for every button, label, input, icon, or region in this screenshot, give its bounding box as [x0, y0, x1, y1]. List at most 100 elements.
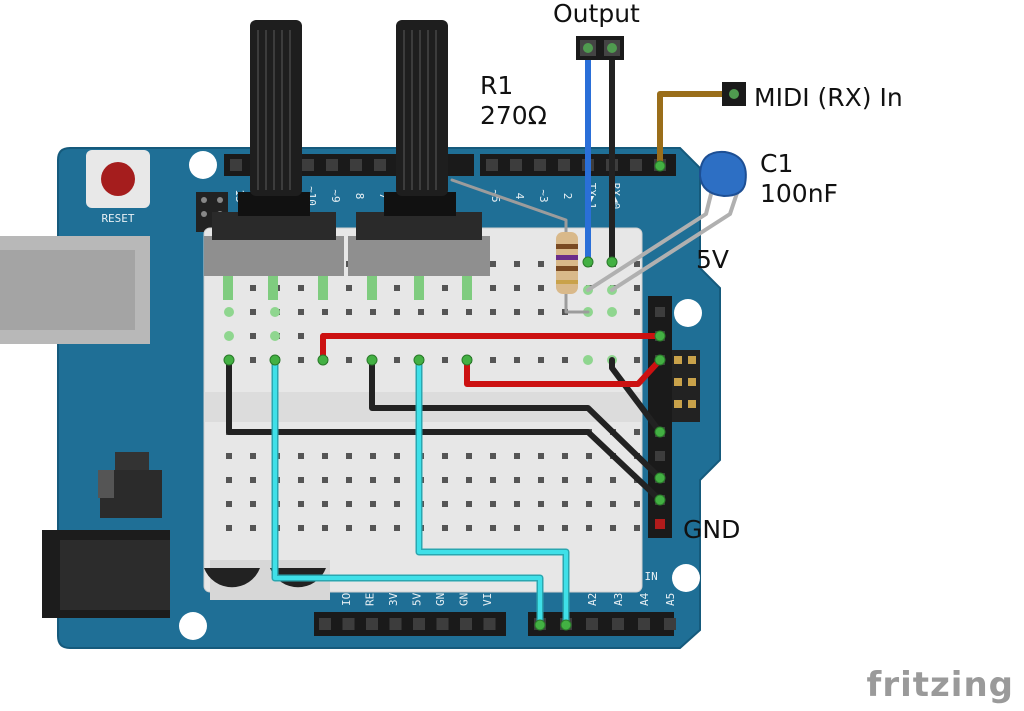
hole	[514, 357, 520, 363]
hole	[514, 309, 520, 315]
hole	[514, 501, 520, 507]
hole	[538, 309, 544, 315]
analog-pin	[664, 618, 676, 630]
power-header	[314, 612, 506, 636]
r1-value-label: 270Ω	[480, 101, 547, 130]
icsp-pin	[674, 400, 682, 408]
hole	[322, 453, 328, 459]
dc-power-jack	[42, 530, 170, 618]
active-hole	[607, 307, 617, 317]
digital-pin-label: 2	[561, 193, 574, 200]
hole	[514, 261, 520, 267]
hole	[634, 285, 640, 291]
hole	[322, 309, 328, 315]
pot-pins	[223, 276, 472, 300]
hole	[562, 453, 568, 459]
wire-gnd-2	[369, 357, 663, 481]
digital-pin-label: 7	[377, 193, 390, 200]
five-volt-label: 5V	[696, 245, 730, 274]
hole	[538, 525, 544, 531]
hole	[586, 501, 592, 507]
hole	[370, 501, 376, 507]
hole	[394, 357, 400, 363]
hole	[418, 309, 424, 315]
power-pin	[366, 618, 378, 630]
hole	[634, 261, 640, 267]
wire-end-points	[223, 160, 666, 631]
wire-endpoint	[317, 354, 329, 366]
hole	[322, 501, 328, 507]
hole	[562, 525, 568, 531]
hole	[250, 285, 256, 291]
voltage-regulator	[98, 452, 162, 518]
digital-pin	[374, 159, 386, 171]
r1-name-label: R1	[480, 71, 514, 100]
hole	[466, 453, 472, 459]
digital-pin	[486, 159, 498, 171]
hole	[466, 501, 472, 507]
hole	[610, 477, 616, 483]
wire-gnd-3	[609, 357, 663, 435]
wire-endpoint	[654, 354, 666, 366]
hole	[250, 309, 256, 315]
active-hole	[270, 307, 280, 317]
hole	[466, 525, 472, 531]
hole	[634, 525, 640, 531]
analog-header	[528, 612, 676, 636]
hole	[250, 525, 256, 531]
digital-pin-label: ~9	[329, 189, 342, 202]
icsp-pin	[674, 378, 682, 386]
wire-analog-2-core	[417, 358, 568, 627]
hole	[298, 501, 304, 507]
hole	[442, 501, 448, 507]
wire-endpoint	[534, 619, 546, 631]
wire-endpoint	[654, 330, 666, 342]
hole	[394, 525, 400, 531]
reset-button[interactable]: RESET	[86, 150, 150, 225]
hole	[394, 309, 400, 315]
hole	[298, 285, 304, 291]
hole	[442, 453, 448, 459]
resistor-r1[interactable]	[556, 232, 578, 294]
hole	[514, 285, 520, 291]
wire-endpoint	[461, 354, 473, 366]
hole	[346, 501, 352, 507]
hole	[346, 477, 352, 483]
wire-endpoint	[582, 256, 594, 268]
hole	[442, 285, 448, 291]
mounting-hole	[672, 564, 700, 592]
hole	[538, 453, 544, 459]
wire-endpoint	[413, 354, 425, 366]
hole	[586, 453, 592, 459]
hole	[490, 261, 496, 267]
hole	[226, 501, 232, 507]
capacitor-lead-1	[586, 188, 714, 292]
hole	[370, 453, 376, 459]
hole	[346, 357, 352, 363]
hole	[514, 477, 520, 483]
potentiometer-1[interactable]	[204, 20, 344, 276]
hole	[394, 285, 400, 291]
wire-endpoint	[654, 160, 666, 172]
output-header	[576, 36, 624, 60]
wire-5v-1	[320, 333, 663, 363]
hole	[634, 309, 640, 315]
wires	[226, 45, 740, 629]
capacitor-c1[interactable]	[698, 150, 747, 198]
wire-analog-1-core	[273, 358, 542, 627]
hole	[562, 501, 568, 507]
potentiometer-2[interactable]	[348, 20, 490, 276]
wire-endpoint	[269, 354, 281, 366]
resistor-lead-bottom	[564, 290, 590, 314]
power-pin	[483, 618, 496, 630]
power-pin	[389, 618, 402, 630]
hole	[370, 525, 376, 531]
wire-midi	[657, 91, 737, 169]
hole	[250, 477, 256, 483]
digital-pin	[558, 159, 570, 171]
power-pin	[342, 618, 355, 630]
hole	[466, 477, 472, 483]
power-rail-pin	[655, 451, 665, 461]
digital-pin	[350, 159, 362, 171]
